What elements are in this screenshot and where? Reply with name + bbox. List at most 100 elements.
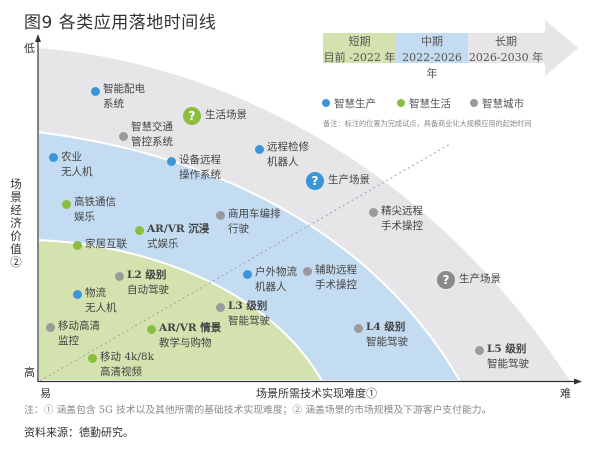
zone-short-term: [37, 238, 324, 382]
item-label: 商用车编排行驶: [228, 207, 281, 237]
smart-life-dot-icon: [62, 200, 71, 209]
item-line2: 手术操控: [381, 220, 423, 232]
phase-mid: 中期 2022-2026 年: [396, 34, 468, 82]
item-label: L2 级别自动驾驶: [127, 268, 169, 298]
smart-city-dot-icon: [475, 346, 484, 355]
source-citation: 资料来源：德勤研究。: [24, 426, 134, 439]
item-line1: 辅助远程: [315, 264, 357, 276]
item-line2: 式娱乐: [147, 238, 179, 250]
item-label: 远程检修机器人: [267, 140, 309, 170]
legend-smart-city: 智慧城市: [470, 96, 524, 111]
item-line2: 机器人: [255, 281, 287, 293]
trend-dashed-line: [39, 143, 451, 382]
legend-label: 智慧生活: [409, 98, 451, 110]
timeline-short-box: [323, 33, 396, 63]
item-line1: 高铁通信: [74, 196, 116, 208]
smart-city-dot-icon: [303, 267, 312, 276]
smart-life-dot-icon: [88, 354, 97, 363]
item-line2: 智能驾驶: [366, 336, 408, 348]
legend-smart-production: 智慧生产: [322, 96, 376, 111]
item-line1: L4 级别: [366, 321, 406, 333]
item-line1: 远程检修: [267, 141, 309, 153]
item-line1: L2 级别: [127, 269, 167, 281]
item-label: AR/VR 沉浸式娱乐: [147, 222, 209, 252]
smart-production-dot-icon: [167, 157, 176, 166]
item-label: 高铁通信娱乐: [74, 195, 116, 225]
timeline-arrow-head: [468, 20, 578, 76]
item-label: 智能配电系统: [103, 82, 145, 112]
smart-city-dot-icon: [115, 272, 124, 281]
item-line2: 手术操控: [315, 279, 357, 291]
y-axis-bottom-label: 高: [24, 366, 35, 379]
item-label: 设备远程操作系统: [179, 153, 221, 183]
timeline-mid-box: [396, 33, 468, 63]
item-label: 生活场景: [205, 109, 247, 121]
smart-life-dot-icon: [147, 325, 156, 334]
item-line1: AR/VR 沉浸: [147, 223, 210, 235]
item-label: 家居互联: [85, 238, 127, 250]
legend-label: 智慧生产: [334, 98, 376, 110]
smart-life-dot-icon: [135, 226, 144, 235]
item-label: 户外物流机器人: [255, 265, 297, 295]
question-marker-icon: ?: [306, 172, 324, 190]
item-label: 生产场景: [459, 273, 501, 285]
legend-smart-life: 智慧生活: [397, 96, 451, 111]
question-marker-icon: ?: [183, 107, 201, 125]
item-line1: 农业: [61, 151, 82, 163]
question-marker-icon: ?: [437, 271, 455, 289]
item-line1: 设备远程: [179, 154, 221, 166]
item-line1: AR/VR 情景: [159, 322, 222, 334]
item-line2: 智能驾驶: [487, 358, 529, 370]
item-line2: 监控: [58, 335, 79, 347]
y-axis-arrow-icon: [35, 34, 41, 42]
remark-text: 备注：标注的位置为完成试点，具备商业化大规模应用的起始时间: [323, 119, 532, 128]
x-axis-left-label: 易: [40, 387, 51, 400]
item-label: L4 级别智能驾驶: [366, 320, 408, 350]
item-line2: 机器人: [267, 156, 299, 168]
x-axis-title: 场景所需技术实现难度①: [256, 387, 377, 400]
phase-long-period: 2026-2030 年: [468, 51, 544, 64]
x-axis-arrow-icon: [574, 378, 582, 385]
item-line2: 高清视频: [100, 366, 142, 378]
legend-dot-icon: [470, 99, 478, 107]
item-line1: L3 级别: [228, 300, 268, 312]
legend-dot-icon: [322, 99, 330, 107]
item-line2: 无人机: [61, 166, 93, 178]
smart-city-dot-icon: [216, 211, 225, 220]
item-line1: 智能配电: [103, 83, 145, 95]
phase-long-name: 长期: [495, 35, 517, 48]
smart-city-dot-icon: [354, 324, 363, 333]
smart-production-dot-icon: [73, 290, 82, 299]
item-label: 智慧交通管控系统: [131, 120, 173, 150]
item-line2: 无人机: [85, 302, 117, 314]
phase-short-name: 短期: [348, 35, 371, 48]
smart-city-dot-icon: [119, 132, 128, 141]
phase-short: 短期 目前 -2022 年: [323, 34, 396, 66]
item-label: 物流无人机: [85, 286, 117, 316]
item-label: AR/VR 情景教学与购物: [159, 321, 221, 351]
footnote: 注：① 涵盖包含 5G 技术以及其他所需的基础技术实现难度；② 涵盖场景的市场规…: [24, 405, 492, 416]
item-line1: 物流: [85, 287, 106, 299]
item-line1: 移动 4k/8k: [100, 351, 154, 363]
item-label: 农业无人机: [61, 150, 93, 180]
item-line2: 系统: [103, 98, 124, 110]
item-line2: 教学与购物: [159, 337, 212, 349]
smart-production-dot-icon: [49, 153, 58, 162]
item-line2: 行驶: [228, 223, 249, 235]
legend-label: 智慧城市: [482, 98, 524, 110]
item-line2: 操作系统: [179, 169, 221, 181]
item-label: 移动 4k/8k 高清视频: [100, 350, 154, 380]
smart-city-dot-icon: [46, 323, 55, 332]
smart-city-dot-icon: [216, 303, 225, 312]
item-line2: 娱乐: [74, 211, 95, 223]
y-axis-top-label: 低: [24, 42, 35, 55]
phase-short-period: 目前 -2022 年: [323, 51, 396, 64]
item-line1: 商用车编排: [228, 208, 281, 220]
smart-life-dot-icon: [73, 241, 82, 250]
item-label: L3 级别智能驾驶: [228, 299, 270, 329]
item-label: L5 级别智能驾驶: [487, 342, 529, 372]
x-axis-right-label: 难: [560, 387, 571, 400]
figure-title: 图9 各类应用落地时间线: [24, 13, 217, 33]
phase-mid-period: 2022-2026 年: [402, 51, 462, 80]
